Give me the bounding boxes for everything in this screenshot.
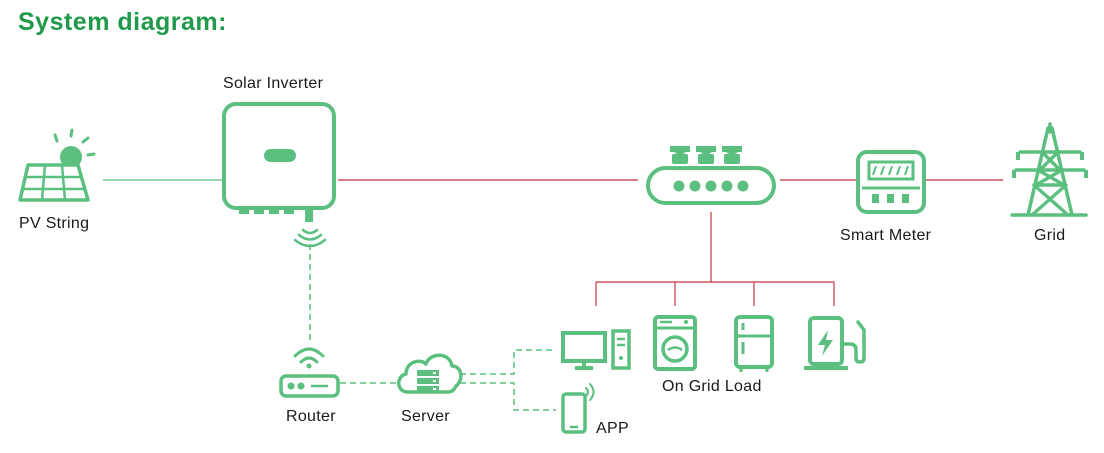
router-label: Router	[286, 408, 336, 425]
smart-meter-icon	[856, 150, 926, 214]
distribution-box-icon	[646, 146, 776, 205]
cloud-server-icon	[397, 353, 463, 394]
washing-machine-icon	[653, 315, 697, 371]
power-tower-icon	[1010, 122, 1088, 217]
solar-inverter-label: Solar Inverter	[223, 75, 324, 92]
on-grid-load-label: On Grid Load	[662, 378, 762, 395]
pv-string-label: PV String	[19, 215, 90, 232]
grid-label: Grid	[1034, 227, 1066, 244]
computer-icon	[561, 329, 631, 370]
app-label: APP	[596, 420, 629, 437]
smartphone-icon	[561, 383, 595, 434]
inverter-icon	[222, 102, 336, 248]
ac-connection	[338, 179, 1003, 306]
page-title: System diagram:	[18, 8, 227, 36]
router-icon	[279, 347, 340, 398]
ev-charger-icon	[804, 316, 866, 370]
smart-meter-label: Smart Meter	[840, 227, 932, 244]
refrigerator-icon	[734, 315, 774, 372]
solar-panel-icon	[18, 128, 96, 202]
server-label: Server	[401, 408, 450, 425]
data-connection	[309, 244, 556, 411]
